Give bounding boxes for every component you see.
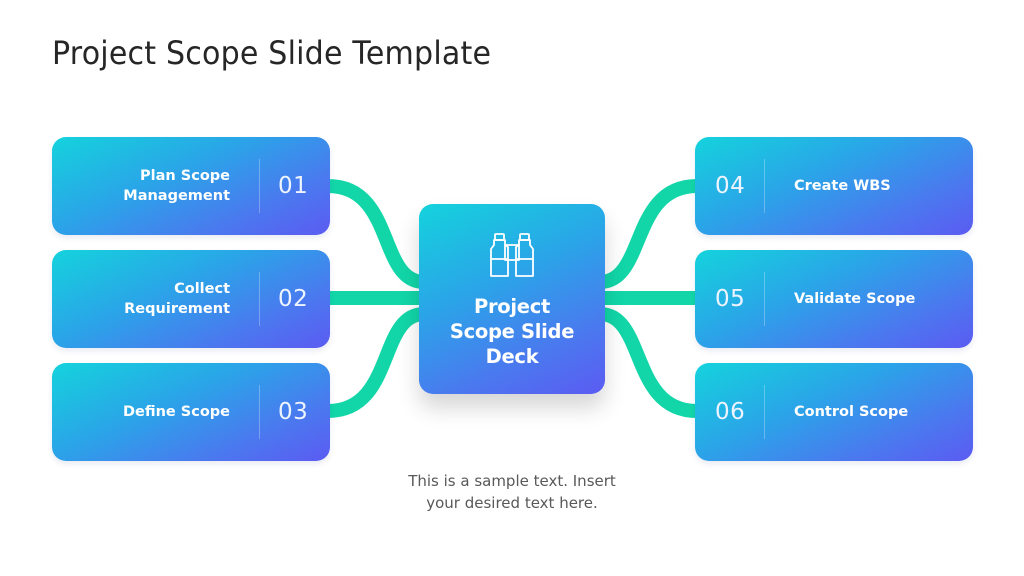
card-divider — [259, 272, 260, 326]
center-hub: Project Scope Slide Deck — [419, 204, 605, 394]
hub-title: Project Scope Slide Deck — [449, 295, 575, 368]
card-divider — [764, 385, 765, 439]
step-label: Control Scope — [794, 404, 909, 420]
step-card-02: Collect Requirement 02 — [52, 250, 330, 348]
slide-title: Project Scope Slide Template — [52, 34, 492, 72]
step-number: 03 — [278, 399, 309, 425]
step-label: Create WBS — [794, 178, 891, 194]
step-card-03: Define Scope 03 — [52, 363, 330, 461]
step-number: 04 — [715, 173, 746, 199]
connector-03 — [327, 307, 425, 418]
step-card-01: Plan Scope Management 01 — [52, 137, 330, 235]
step-number: 01 — [278, 173, 309, 199]
step-card-05: 05 Validate Scope — [695, 250, 973, 348]
connector-04 — [599, 179, 698, 289]
connector-01 — [327, 179, 425, 289]
card-divider — [764, 159, 765, 213]
step-number: 06 — [715, 399, 746, 425]
card-divider — [764, 272, 765, 326]
binoculars-icon — [490, 233, 534, 277]
step-label: Define Scope — [122, 404, 230, 420]
card-divider — [259, 159, 260, 213]
step-label: Collect Requirement — [124, 281, 230, 317]
step-number: 02 — [278, 286, 309, 312]
caption-text: This is a sample text. Insert your desir… — [408, 472, 616, 512]
step-card-04: 04 Create WBS — [695, 137, 973, 235]
step-card-06: 06 Control Scope — [695, 363, 973, 461]
step-number: 05 — [715, 286, 746, 312]
connector-06 — [599, 307, 698, 418]
card-divider — [259, 385, 260, 439]
step-label: Validate Scope — [794, 291, 916, 307]
step-label: Plan Scope Management — [123, 168, 230, 204]
